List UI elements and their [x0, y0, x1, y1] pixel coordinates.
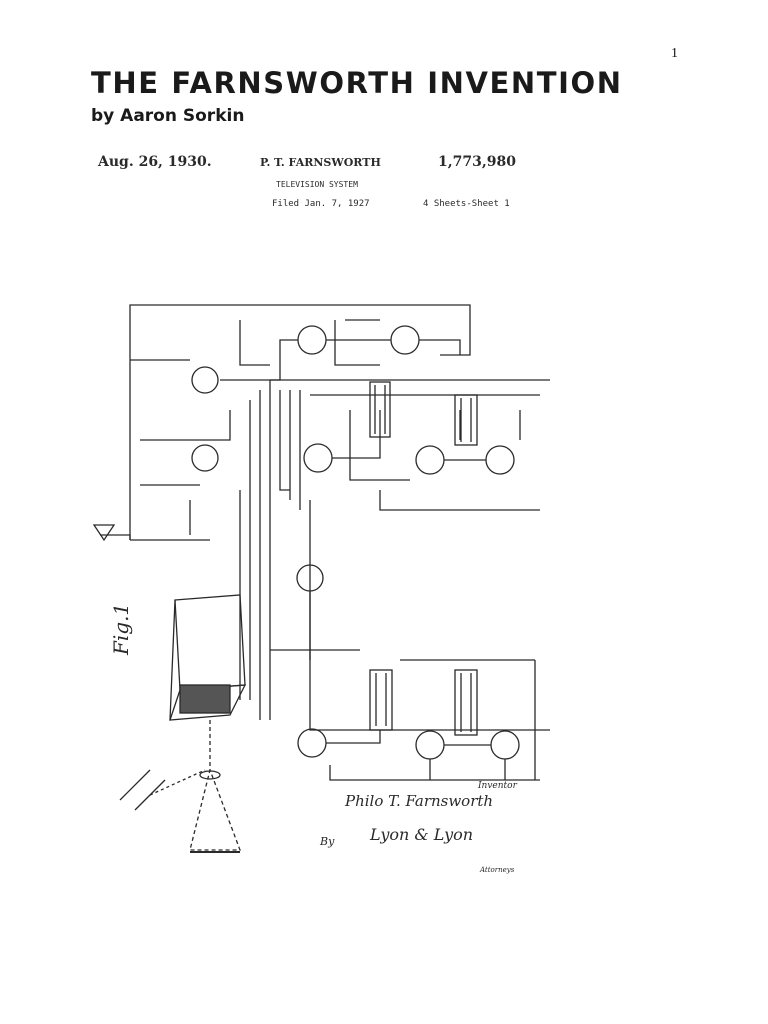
patent-subject: TELEVISION SYSTEM: [276, 180, 358, 189]
author-byline: by Aaron Sorkin: [91, 106, 245, 126]
attorney-signature: Lyon & Lyon: [369, 825, 473, 844]
patent-date: Aug. 26, 1930.: [97, 154, 212, 170]
page-title: THE FARNSWORTH INVENTION: [91, 66, 623, 100]
patent-sheets: 4 Sheets-Sheet 1: [423, 199, 510, 209]
patent-drawing: Aug. 26, 1930. P. T. FARNSWORTH 1,773,98…: [80, 140, 550, 885]
by-label: By: [319, 835, 335, 848]
figure-label: Fig.1: [109, 603, 133, 656]
attorneys-caption: Attorneys: [479, 866, 515, 874]
page-number: 1: [671, 46, 678, 61]
patent-filed-date: Filed Jan. 7, 1927: [272, 199, 370, 209]
patent-inventor-name: P. T. FARNSWORTH: [260, 156, 381, 169]
circuit-schematic: [92, 304, 550, 853]
inventor-signature: Philo T. Farnsworth: [344, 792, 493, 810]
inventor-caption: Inventor: [477, 781, 518, 791]
patent-number: 1,773,980: [438, 154, 516, 170]
